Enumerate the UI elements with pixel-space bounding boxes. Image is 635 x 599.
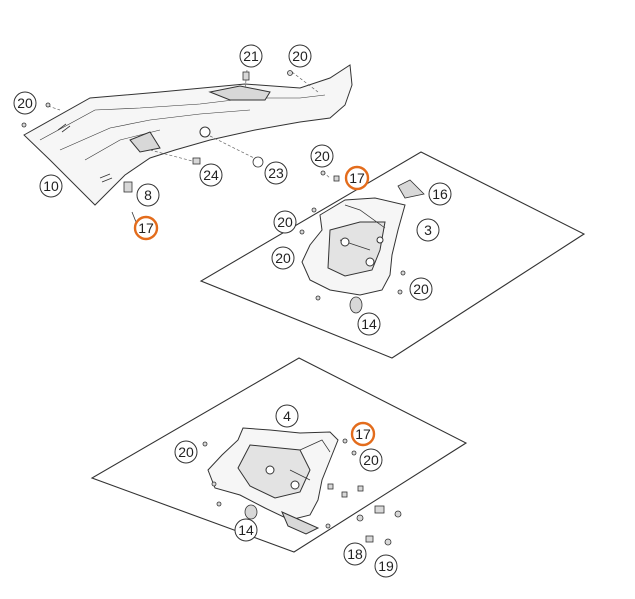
callout-c24: 24 bbox=[199, 163, 223, 187]
callout-label: 19 bbox=[378, 558, 394, 574]
callout-c20-mid4: 20 bbox=[409, 277, 433, 301]
callout-circle bbox=[416, 218, 440, 242]
callout-c8: 8 bbox=[136, 183, 160, 207]
callout-label: 20 bbox=[277, 214, 293, 230]
callout-label: 21 bbox=[243, 48, 259, 64]
callout-circle bbox=[13, 91, 37, 115]
callout-label: 3 bbox=[424, 222, 432, 238]
callout-c20-low-right: 20 bbox=[359, 448, 383, 472]
bracket-part-3 bbox=[301, 197, 406, 296]
callout-label: 20 bbox=[292, 48, 308, 64]
callout-c20-top: 20 bbox=[288, 44, 312, 68]
callout-label: 23 bbox=[268, 165, 284, 181]
callout-circle bbox=[288, 44, 312, 68]
callout-c14-mid: 14 bbox=[357, 312, 381, 336]
plane-lower bbox=[90, 357, 468, 553]
callout-label: 17 bbox=[349, 170, 365, 186]
callout-label: 17 bbox=[355, 426, 371, 442]
callout-c17-left: 17 bbox=[133, 215, 159, 241]
callout-c20-mid3: 20 bbox=[271, 246, 295, 270]
callout-c18: 18 bbox=[343, 542, 367, 566]
callout-circle bbox=[350, 421, 376, 447]
callout-label: 4 bbox=[283, 408, 291, 424]
callout-circle bbox=[133, 215, 159, 241]
side-fairing-part bbox=[23, 64, 353, 206]
callout-circle bbox=[271, 246, 295, 270]
callout-c21-top: 21 bbox=[239, 44, 263, 68]
callout-label: 20 bbox=[178, 444, 194, 460]
small-hardware-upper bbox=[21, 70, 340, 223]
callout-label: 20 bbox=[17, 95, 33, 111]
callout-circle bbox=[343, 542, 367, 566]
callout-label: 20 bbox=[413, 281, 429, 297]
bracket-part-4 bbox=[207, 427, 339, 535]
callout-circle bbox=[234, 518, 258, 542]
callout-c20-mid2: 20 bbox=[273, 210, 297, 234]
callout-c10: 10 bbox=[39, 174, 63, 198]
callout-circle bbox=[275, 404, 299, 428]
callout-label: 18 bbox=[347, 546, 363, 562]
callout-circle bbox=[239, 44, 263, 68]
callout-label: 8 bbox=[144, 187, 152, 203]
callout-circle bbox=[359, 448, 383, 472]
callout-layer: 21 20 20 10 8 17 24 23 20 17 16 20 3 20 20 14 4 17 20 20 14 1… bbox=[13, 44, 452, 578]
callout-circle bbox=[199, 163, 223, 187]
callout-label: 20 bbox=[275, 250, 291, 266]
clip-part-16 bbox=[397, 179, 425, 199]
callout-circle bbox=[428, 182, 452, 206]
callout-circle bbox=[409, 277, 433, 301]
callout-circle bbox=[39, 174, 63, 198]
callout-c16: 16 bbox=[428, 182, 452, 206]
plane-upper bbox=[199, 151, 586, 359]
callout-circle bbox=[357, 312, 381, 336]
callout-c3: 3 bbox=[416, 218, 440, 242]
callout-label: 10 bbox=[43, 178, 59, 194]
callout-circle bbox=[344, 165, 370, 191]
callout-circle bbox=[374, 554, 398, 578]
callout-circle bbox=[273, 210, 297, 234]
callout-c19: 19 bbox=[374, 554, 398, 578]
callout-c14-low: 14 bbox=[234, 518, 258, 542]
small-hardware-lower bbox=[202, 438, 402, 546]
callout-label: 20 bbox=[363, 452, 379, 468]
callout-c23: 23 bbox=[264, 161, 288, 185]
callout-c20-left: 20 bbox=[13, 91, 37, 115]
callout-label: 20 bbox=[314, 148, 330, 164]
callout-c4: 4 bbox=[275, 404, 299, 428]
callout-label: 14 bbox=[238, 522, 254, 538]
small-hardware-mid bbox=[285, 207, 406, 314]
callout-label: 17 bbox=[138, 220, 154, 236]
callout-circle bbox=[174, 440, 198, 464]
callout-label: 24 bbox=[203, 167, 219, 183]
callout-circle bbox=[136, 183, 160, 207]
callout-c20-mid: 20 bbox=[310, 144, 334, 168]
callout-circle bbox=[310, 144, 334, 168]
callout-label: 14 bbox=[361, 316, 377, 332]
callout-c20-low-left: 20 bbox=[174, 440, 198, 464]
callout-circle bbox=[264, 161, 288, 185]
callout-c17-low: 17 bbox=[350, 421, 376, 447]
callout-label: 16 bbox=[432, 186, 448, 202]
callout-c17-mid: 17 bbox=[344, 165, 370, 191]
